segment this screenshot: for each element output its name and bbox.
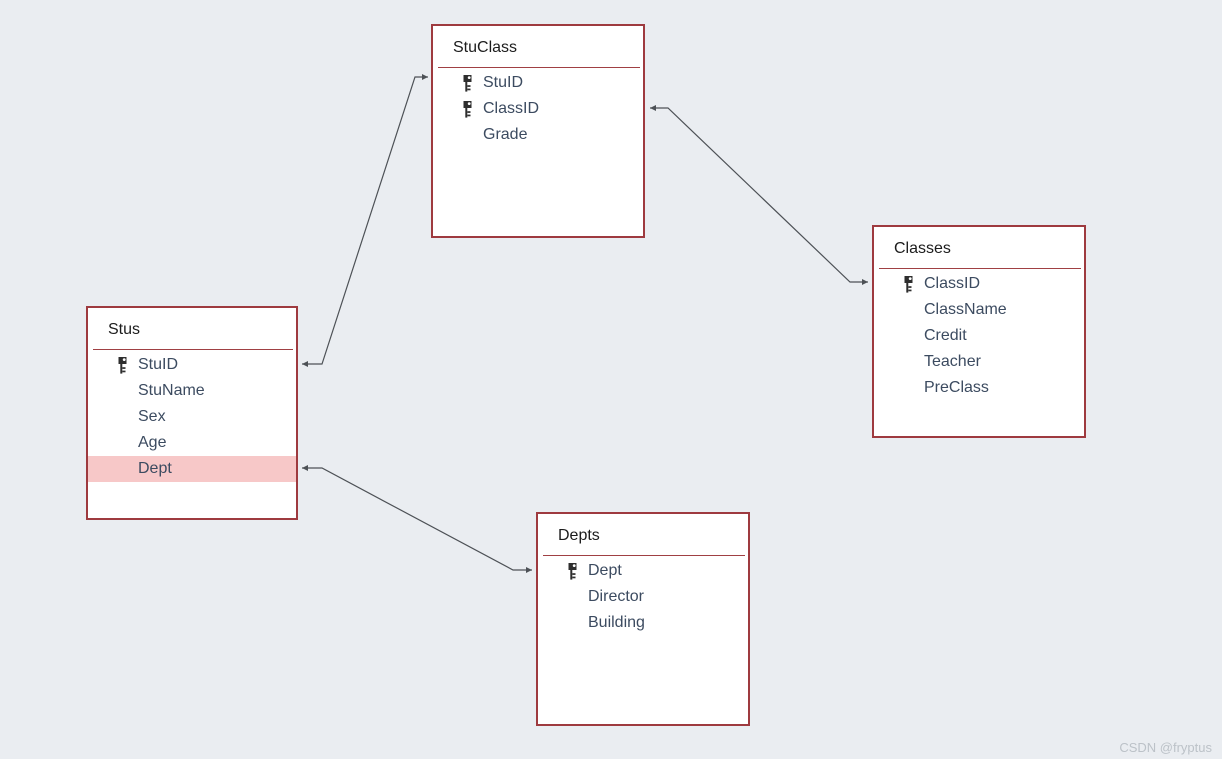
field-depts-director[interactable]: Director	[538, 584, 748, 610]
relationship-line-Stus.Dept-to-Depts.Dept[interactable]	[302, 465, 532, 573]
primary-key-slot	[116, 356, 138, 374]
field-label: StuID	[483, 74, 524, 91]
field-stus-sex[interactable]: Sex	[88, 404, 296, 430]
table-title-divider	[93, 349, 293, 350]
primary-key-icon	[463, 74, 472, 92]
field-stuclass-classid[interactable]: ClassID	[433, 96, 643, 122]
primary-key-icon	[463, 100, 472, 118]
field-stuclass-grade[interactable]: Grade	[433, 122, 643, 148]
field-label: Credit	[924, 327, 967, 344]
table-title-classes[interactable]: Classes	[894, 240, 951, 257]
field-classes-classid[interactable]: ClassID	[874, 271, 1084, 297]
field-label: ClassID	[483, 100, 540, 117]
primary-key-icon	[568, 562, 577, 580]
field-label: Teacher	[924, 353, 981, 370]
table-title-stuclass[interactable]: StuClass	[453, 39, 518, 56]
table-title-divider	[438, 67, 640, 68]
field-depts-dept[interactable]: Dept	[538, 558, 748, 584]
primary-key-slot	[902, 275, 924, 293]
primary-key-icon	[904, 275, 913, 293]
table-title-divider	[879, 268, 1081, 269]
field-label: ClassID	[924, 275, 981, 292]
field-label: ClassName	[924, 301, 1007, 318]
primary-key-slot	[566, 562, 588, 580]
field-label: Director	[588, 588, 645, 605]
field-label: StuName	[138, 382, 205, 399]
field-depts-building[interactable]: Building	[538, 610, 748, 636]
field-label: Dept	[588, 562, 622, 579]
primary-key-slot	[461, 100, 483, 118]
primary-key-slot	[461, 74, 483, 92]
field-label: Grade	[483, 126, 528, 143]
field-label: Sex	[138, 408, 166, 425]
field-label: StuID	[138, 356, 179, 373]
field-stus-dept[interactable]: Dept	[88, 456, 296, 482]
watermark: CSDN @fryptus	[1119, 740, 1212, 755]
field-label: Dept	[138, 460, 172, 477]
field-classes-credit[interactable]: Credit	[874, 323, 1084, 349]
relationship-line-StuClass.ClassID-to-Classes.ClassID[interactable]	[650, 105, 868, 285]
field-classes-classname[interactable]: ClassName	[874, 297, 1084, 323]
table-title-depts[interactable]: Depts	[558, 527, 600, 544]
field-stuclass-stuid[interactable]: StuID	[433, 70, 643, 96]
field-classes-teacher[interactable]: Teacher	[874, 349, 1084, 375]
relationship-line-Stus.StuID-to-StuClass.StuID[interactable]	[302, 74, 428, 367]
field-stus-stuname[interactable]: StuName	[88, 378, 296, 404]
table-title-stus[interactable]: Stus	[108, 321, 141, 338]
table-title-divider	[543, 555, 745, 556]
field-label: Age	[138, 434, 167, 451]
field-label: PreClass	[924, 379, 989, 396]
field-stus-age[interactable]: Age	[88, 430, 296, 456]
field-list: StuID ClassID Grade	[433, 68, 643, 148]
primary-key-icon	[118, 356, 127, 374]
field-stus-stuid[interactable]: StuID	[88, 352, 296, 378]
field-classes-preclass[interactable]: PreClass	[874, 375, 1084, 401]
field-label: Building	[588, 614, 645, 631]
